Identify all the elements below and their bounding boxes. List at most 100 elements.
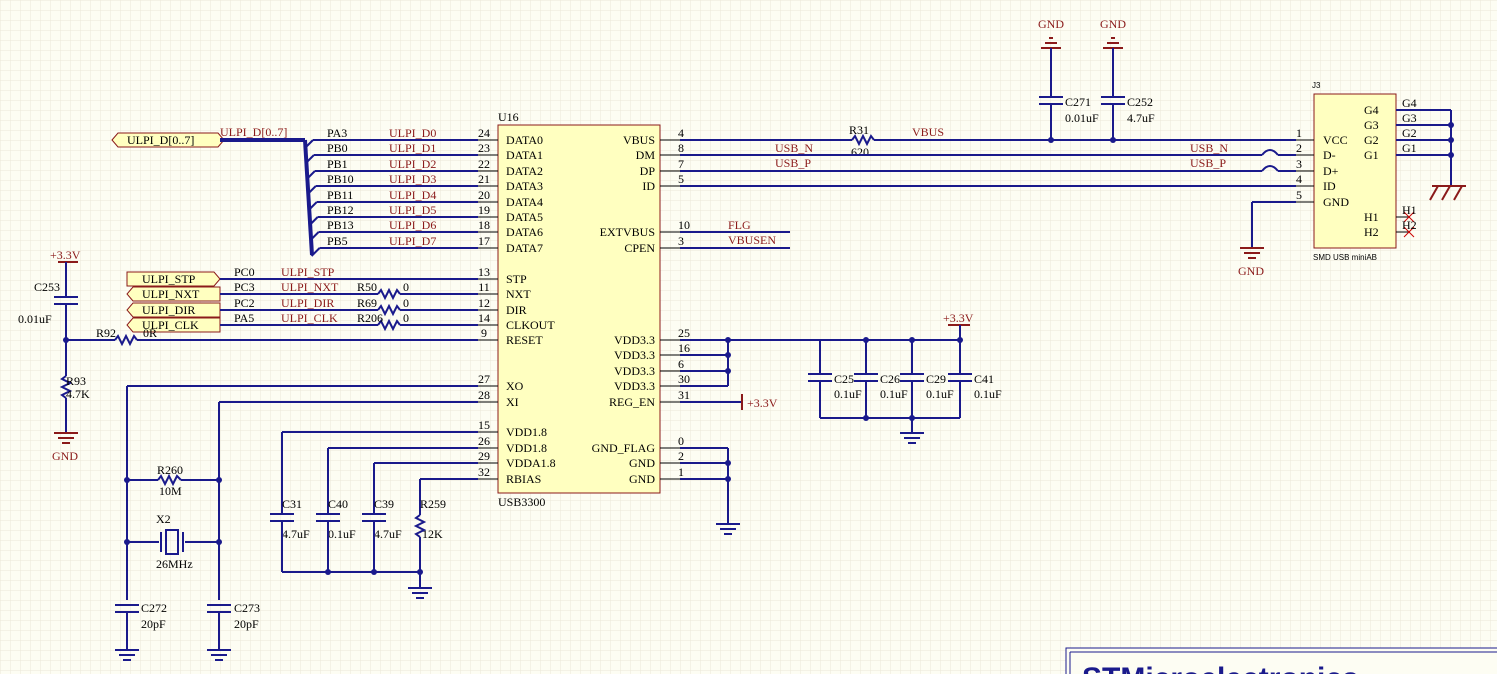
c31-val: 4.7uF — [282, 527, 310, 541]
ulpi-net-label: ULPI_D3 — [389, 172, 436, 186]
u16-pin-number: 21 — [478, 172, 490, 186]
vbus-decoupling: GND GND C271 0.01uF C252 4.7uF — [1038, 17, 1155, 143]
c40-ref: C40 — [328, 497, 348, 511]
u16-pin-number: 4 — [678, 126, 684, 140]
c25-val: 0.1uF — [834, 387, 862, 401]
x2-ref: X2 — [156, 512, 171, 526]
u16-pin-number: 16 — [678, 341, 690, 355]
r31-val: 620 — [851, 145, 869, 159]
c29-ref: C29 — [926, 372, 946, 386]
r93-val: 4.7K — [66, 387, 90, 401]
vdd33-supply-label: +3.3V — [943, 311, 974, 325]
u16-pin-name: DM — [636, 148, 656, 162]
c26-val: 0.1uF — [880, 387, 908, 401]
j3-designator: J3 — [1312, 81, 1321, 90]
vbus-net-label: VBUS — [912, 125, 944, 139]
u16-pin-name: VDD3.3 — [614, 379, 655, 393]
u16-pin-name: DATA1 — [506, 148, 543, 162]
u16-pin-name: DATA7 — [506, 241, 543, 255]
ulpi-net-label: ULPI_D1 — [389, 141, 436, 155]
ulpi-control-port[interactable] — [126, 317, 221, 333]
u16-pin-number: 2 — [678, 449, 684, 463]
u16-pin-name: DATA4 — [506, 195, 543, 209]
series-resistor-ref: R206 — [357, 311, 383, 325]
u16-pin-number: 0 — [678, 434, 684, 448]
mcu-port-label: PB13 — [327, 218, 354, 232]
no-connect-icon — [1403, 211, 1415, 223]
u16-pin-number: 19 — [478, 203, 490, 217]
ulpi-net-label: ULPI_D0 — [389, 126, 436, 140]
j3-pin-name: D- — [1323, 148, 1336, 162]
u16-pin-number: 8 — [678, 141, 684, 155]
top-gnd1-label: GND — [1038, 17, 1064, 31]
r259-val: 12K — [422, 527, 443, 541]
reset-gnd-label: GND — [52, 449, 78, 463]
u16-right-pins: 4VBUS8DM7DP5ID10EXTVBUS3CPEN25VDD3.316VD… — [592, 126, 690, 486]
u16-pin-number: 6 — [678, 357, 684, 371]
series-resistor-ref: R69 — [357, 296, 377, 310]
u16-pin-number: 25 — [678, 326, 690, 340]
vdd33-decoupling: +3.3V C25 0.1uF C26 0.1uF C29 0.1uF C41 … — [680, 311, 1002, 444]
u16-pin-number: 22 — [478, 157, 490, 171]
c271-ref: C271 — [1065, 95, 1091, 109]
ulpi-control-port-label: ULPI_CLK — [142, 318, 199, 332]
r260-val: 10M — [159, 484, 182, 498]
u16-pin-name: STP — [506, 272, 527, 286]
u16-pin-number: 29 — [478, 449, 490, 463]
u16-pin-number: 3 — [678, 234, 684, 248]
r92-ref: R92 — [96, 326, 116, 340]
reset-supply-label: +3.3V — [50, 248, 81, 262]
mcu-port-label: PB12 — [327, 203, 354, 217]
u16-pin-name: GND — [629, 456, 655, 470]
u16-pin-name: GND_FLAG — [592, 441, 656, 455]
ulpi-net-label: ULPI_D6 — [389, 218, 436, 232]
ulpi-control-port[interactable] — [126, 286, 221, 302]
u16-pin-number: 26 — [478, 434, 490, 448]
u16-pin-number: 15 — [478, 418, 490, 432]
u16-designator: U16 — [498, 110, 519, 124]
mcu-port-label: PB0 — [327, 141, 348, 155]
j3-pin-name: D+ — [1323, 164, 1339, 178]
usb-p-net-label-2: USB_P — [1190, 156, 1226, 170]
j3-pin-name: G3 — [1364, 118, 1379, 132]
c40-val: 0.1uF — [328, 527, 356, 541]
r260-ref: R260 — [157, 463, 183, 477]
usb-nets: R31 620 VBUS USB_N USB_P USB_N USB_P FLG… — [680, 123, 1296, 249]
c41-ref: C41 — [974, 372, 994, 386]
r92-val: 0R — [143, 326, 157, 340]
u16-pin-number: 24 — [478, 126, 490, 140]
ulpi-net-label: ULPI_DIR — [281, 296, 334, 310]
title-block-company: STMicroelectronics — [1082, 662, 1359, 674]
j3-pin-number: 4 — [1296, 172, 1302, 186]
ulpi-control-port[interactable] — [126, 271, 221, 287]
j3-pin-number: 5 — [1296, 188, 1302, 202]
ulpi-control-port-label: ULPI_STP — [142, 272, 196, 286]
bus-entry — [309, 231, 320, 241]
u16-pin-number: 20 — [478, 188, 490, 202]
j3-pin-number: 3 — [1296, 157, 1302, 171]
j3-pin-number: 1 — [1296, 126, 1302, 140]
j3-pin-name: VCC — [1323, 133, 1348, 147]
j3-pin-name: H1 — [1364, 210, 1379, 224]
c25-ref: C25 — [834, 372, 854, 386]
u16-pin-name: DATA0 — [506, 133, 543, 147]
usb-p-net-label: USB_P — [775, 156, 811, 170]
j3-shield-net-label: G2 — [1402, 126, 1417, 140]
ulpi-control-port[interactable] — [126, 302, 221, 318]
u16-pin-number: 5 — [678, 172, 684, 186]
u16-pin-name: CLKOUT — [506, 318, 555, 332]
j3-pin-number: 2 — [1296, 141, 1302, 155]
u16-value: USB3300 — [498, 495, 545, 509]
c39-ref: C39 — [374, 497, 394, 511]
u16-pin-name: DIR — [506, 303, 527, 317]
u16-pin-number: 17 — [478, 234, 490, 248]
u16-pin-name: DATA2 — [506, 164, 543, 178]
ulpi-net-label: ULPI_D5 — [389, 203, 436, 217]
u16-pin-number: 18 — [478, 218, 490, 232]
ulpi-control-port-label: ULPI_DIR — [142, 303, 195, 317]
